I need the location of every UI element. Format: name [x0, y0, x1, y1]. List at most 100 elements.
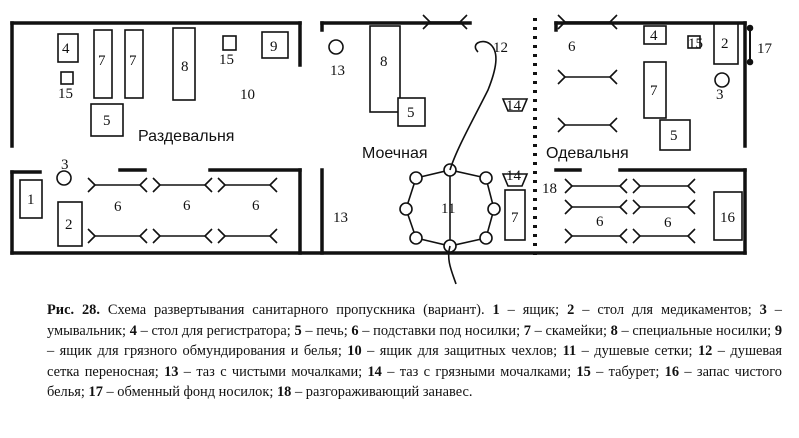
- stove-1: [90, 103, 124, 137]
- caption-item-number: 10: [347, 343, 362, 359]
- label-1: 1: [27, 192, 35, 208]
- stand-bracket: [687, 178, 696, 194]
- caption-item-text: скамейки: [545, 322, 603, 339]
- label-6e: 6: [596, 214, 604, 230]
- caption-item-text: умывальник: [47, 322, 123, 339]
- label-11: 11: [441, 201, 455, 217]
- label-12: 12: [493, 40, 508, 56]
- caption-item-text: душевые сетки: [594, 343, 689, 359]
- label-14a: 14: [506, 98, 522, 114]
- basin-dirty-1: [501, 98, 529, 112]
- stand-bracket: [152, 177, 161, 193]
- caption-title: Схема развертывания санитарного пропускн…: [107, 302, 485, 318]
- room-undressing: Раздевальня: [138, 128, 234, 145]
- stand-bracket: [204, 228, 213, 244]
- caption-item-text: обменный фонд носилок: [117, 384, 270, 400]
- label-15c: 15: [688, 36, 703, 52]
- washbasin-2: [714, 72, 730, 88]
- caption-item-number: 4: [129, 322, 137, 339]
- stand-bracket: [459, 14, 468, 30]
- caption-item-text: стол для регистратора: [151, 322, 287, 339]
- room-dressing: Одевальня: [546, 145, 629, 162]
- medicine-table-1: [57, 201, 83, 247]
- label-10: 10: [240, 87, 255, 103]
- caption-item-text: душевая сетка переносная: [47, 343, 783, 380]
- caption-fig-label: Рис. 28.: [47, 302, 100, 318]
- stand-bracket: [204, 177, 213, 193]
- dirty-linen-box: [261, 31, 289, 59]
- stand-bracket: [564, 199, 573, 215]
- stand-bracket: [564, 178, 573, 194]
- portable-shower-hose: [449, 40, 497, 171]
- label-6a: 6: [114, 199, 122, 215]
- caption-item-text: таз с грязными мочалками: [399, 363, 568, 380]
- basin-dirty-2: [501, 173, 529, 187]
- stand-bracket: [87, 228, 96, 244]
- caption-item-text: ящик для защитных чехлов: [379, 343, 554, 359]
- label-2a: 2: [65, 217, 73, 233]
- label-4: 4: [62, 41, 70, 57]
- caption-item-text: ящик: [522, 302, 556, 318]
- stand-bracket: [139, 177, 148, 193]
- bench-4: [643, 61, 667, 119]
- caption-item-text: разгораживающий занавес: [305, 384, 469, 400]
- stand-bracket: [269, 228, 278, 244]
- caption-item-number: 15: [576, 363, 591, 380]
- label-2b: 2: [721, 36, 729, 52]
- stand-bracket: [217, 177, 226, 193]
- stand-bracket: [632, 228, 641, 244]
- stool-2: [60, 71, 74, 85]
- caption-item-number: 1: [492, 302, 500, 318]
- label-6b: 6: [183, 198, 191, 214]
- caption-item-text: печь: [316, 322, 344, 339]
- caption-item-number: 18: [276, 384, 292, 400]
- stove-3: [659, 119, 691, 151]
- caption-item-text: таз с чистыми мочалками: [196, 363, 359, 380]
- label-6c: 6: [252, 198, 260, 214]
- stand-bracket: [619, 199, 628, 215]
- label-3a: 3: [61, 157, 69, 173]
- label-5b: 5: [407, 105, 415, 121]
- stand-bracket: [87, 177, 96, 193]
- label-6d: 6: [568, 39, 576, 55]
- stand-bracket: [619, 228, 628, 244]
- basin-clean-1: [328, 39, 344, 55]
- shower-heads: [399, 163, 501, 253]
- label-18: 18: [542, 181, 557, 197]
- label-9: 9: [270, 39, 278, 55]
- stand-bracket: [139, 228, 148, 244]
- special-stretcher-2: [369, 25, 401, 113]
- special-stretcher-1: [172, 27, 196, 101]
- label-15b: 15: [58, 86, 73, 102]
- room-washing: Моечная: [362, 145, 428, 162]
- caption-item-text: специальные носилки: [632, 322, 768, 339]
- label-16: 16: [720, 210, 736, 226]
- stand-bracket: [632, 199, 641, 215]
- caption-item-number: 2: [567, 302, 575, 318]
- label-7a: 7: [98, 53, 106, 69]
- stand-bracket: [564, 228, 573, 244]
- label-8a: 8: [181, 59, 189, 75]
- caption-item-number: 12: [697, 343, 713, 359]
- label-7d: 7: [650, 83, 658, 99]
- stretcher-stands: [87, 14, 696, 244]
- stove-2: [397, 97, 426, 127]
- label-7c: 7: [511, 210, 519, 226]
- label-13b: 13: [333, 210, 348, 226]
- stand-bracket: [687, 228, 696, 244]
- caption-item-number: 9: [774, 322, 783, 339]
- label-3b: 3: [716, 87, 724, 103]
- label-13a: 13: [330, 63, 345, 79]
- bench-3: [504, 189, 526, 241]
- label-17: 17: [757, 41, 773, 57]
- bench-1: [93, 29, 113, 99]
- caption-item-text: табурет: [608, 363, 656, 380]
- stand-bracket: [217, 228, 226, 244]
- caption-item-number: 5: [294, 322, 302, 339]
- medicine-table-2: [713, 23, 739, 65]
- stand-bracket: [152, 228, 161, 244]
- stool-1: [222, 35, 237, 51]
- label-7b: 7: [129, 53, 137, 69]
- box-1: [19, 179, 43, 219]
